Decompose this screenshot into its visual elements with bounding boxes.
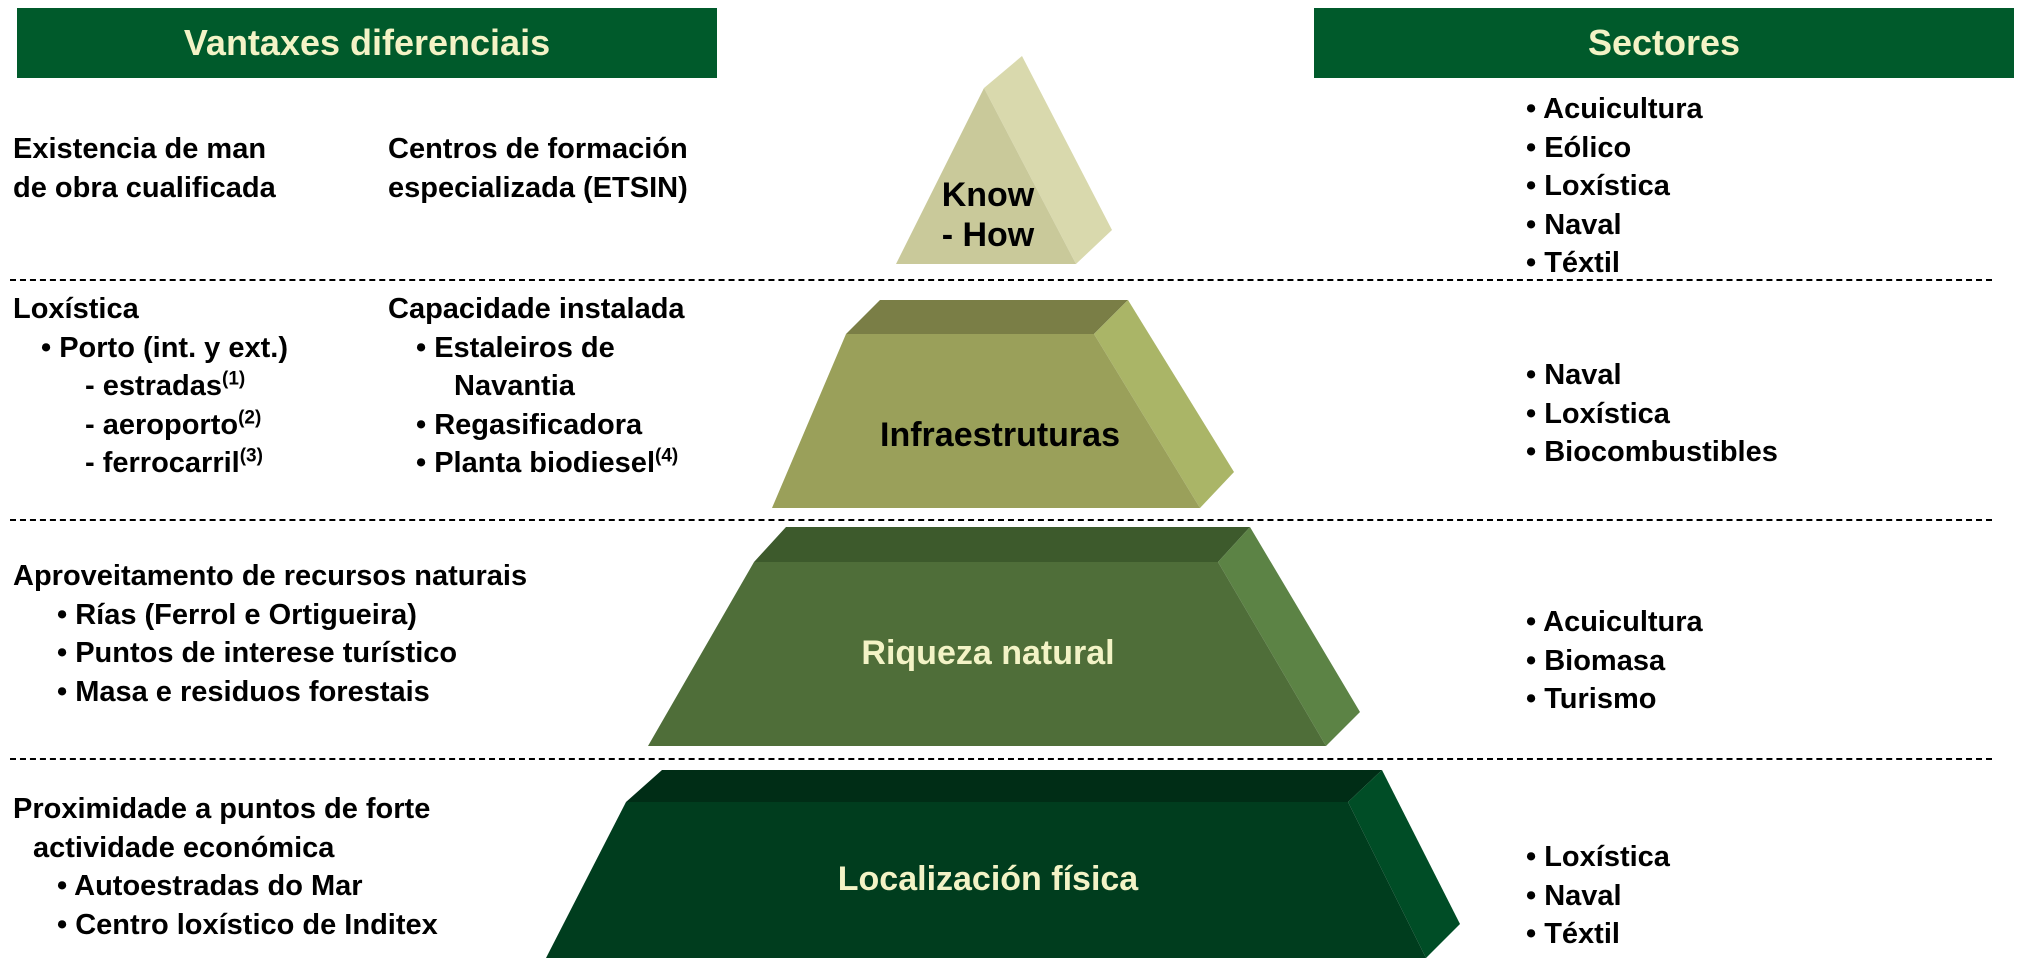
riqueza-label: Riqueza natural bbox=[861, 634, 1114, 672]
row3-natural-resources: Aproveitamento de recursos naturais • Rí… bbox=[13, 560, 528, 708]
header-sectores: Sectores bbox=[1314, 8, 2014, 78]
row4-sectors: • Loxística • Naval • Téxtil bbox=[1526, 838, 1670, 954]
row1-workforce: Existencia de man de obra cualificada bbox=[13, 133, 276, 204]
separator-3 bbox=[10, 758, 1992, 760]
infraestruturas-front bbox=[772, 334, 1200, 508]
sub-item-airport: - aeroporto(2) bbox=[85, 406, 262, 441]
know-how-front bbox=[896, 88, 1076, 264]
sector-item: • Acuicultura bbox=[1526, 93, 1703, 125]
sector-item: • Téxtil bbox=[1526, 918, 1620, 950]
row1-sectors: • Acuicultura • Eólico • Loxística • Nav… bbox=[1526, 90, 1703, 283]
know-how-side bbox=[984, 56, 1112, 264]
riqueza-side bbox=[1218, 527, 1360, 746]
know-how-label-1: Know bbox=[942, 176, 1035, 214]
know-how-label-2: - How bbox=[942, 216, 1035, 254]
header-vantaxes: Vantaxes diferenciais bbox=[17, 8, 717, 78]
sector-item: • Eólico bbox=[1526, 131, 1632, 164]
infraestruturas-label: Infraestruturas bbox=[880, 416, 1120, 454]
separator-2 bbox=[10, 519, 1992, 521]
localizacion-front bbox=[546, 802, 1426, 958]
sector-item: • Téxtil bbox=[1526, 247, 1620, 279]
infraestruturas-top bbox=[846, 300, 1128, 334]
sector-item: • Naval bbox=[1526, 208, 1622, 241]
riqueza-front bbox=[648, 562, 1326, 746]
separator-1 bbox=[10, 279, 1992, 281]
row1-training-centers: Centros de formación especializada (ETSI… bbox=[388, 133, 688, 204]
localizacion-top bbox=[626, 770, 1382, 802]
row2-installed-capacity: Capacidade instalada • Estaleiros de Nav… bbox=[388, 293, 685, 479]
localizacion-label: Localización física bbox=[838, 860, 1140, 898]
sub-item-roads: - estradas(1) bbox=[85, 368, 246, 402]
sector-item: • Loxística bbox=[1526, 170, 1670, 202]
row4-proximity: Proximidade a puntos de forte actividade… bbox=[13, 793, 438, 941]
sector-item: • Naval bbox=[1526, 359, 1622, 391]
sector-item: • Turismo bbox=[1526, 683, 1657, 715]
row2-sectors: • Naval • Loxística • Biocombustibles bbox=[1526, 356, 1778, 472]
sector-item: • Naval bbox=[1526, 879, 1622, 912]
row3-sectors: • Acuicultura • Biomasa • Turismo bbox=[1526, 603, 1703, 719]
sector-item: • Loxística bbox=[1526, 841, 1670, 873]
row2-logistics: Loxística • Porto (int. y ext.) - estrad… bbox=[13, 290, 288, 483]
sector-item: • Biomasa bbox=[1526, 644, 1666, 677]
riqueza-top bbox=[754, 527, 1250, 562]
sub-item-railway: - ferrocarril(3) bbox=[85, 445, 263, 479]
localizacion-side bbox=[1348, 770, 1460, 958]
infraestruturas-side bbox=[1094, 300, 1234, 508]
sector-item: • Loxística bbox=[1526, 397, 1670, 430]
sector-item: • Acuicultura bbox=[1526, 606, 1703, 638]
sector-item: • Biocombustibles bbox=[1526, 436, 1778, 468]
